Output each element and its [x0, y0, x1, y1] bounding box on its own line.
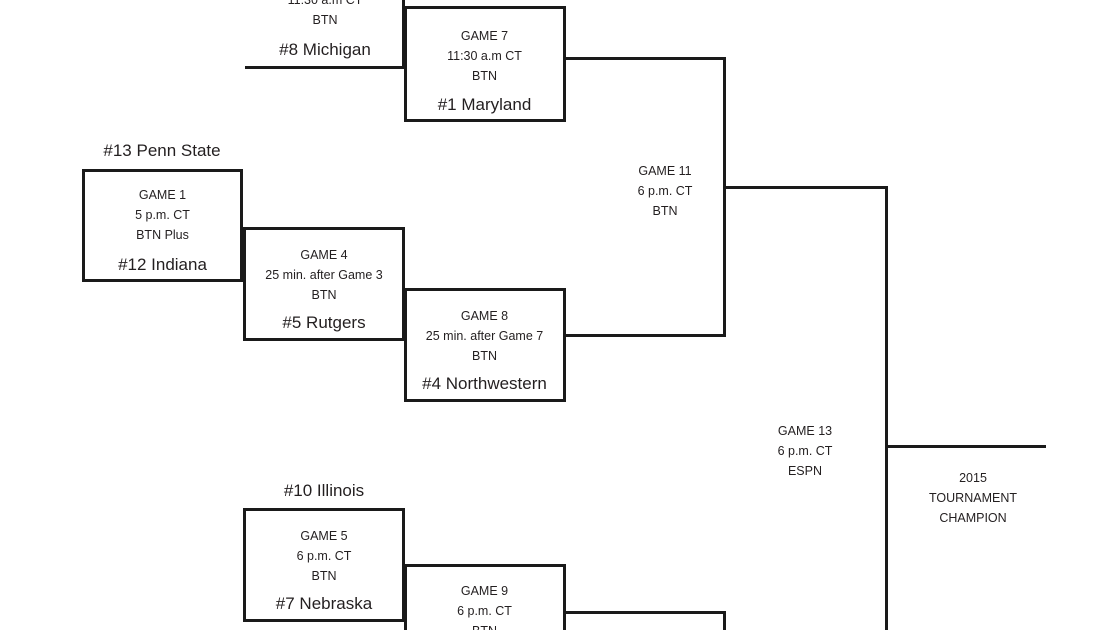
bracket-line-h-indiana	[82, 279, 243, 282]
team-label-nebraska: #7 Nebraska	[275, 594, 373, 613]
game-7-network: BTN	[472, 69, 497, 83]
game-8-network: BTN	[472, 349, 497, 363]
team-label-indiana: #12 Indiana	[118, 255, 207, 274]
bracket-line-v-game8-right	[563, 288, 566, 402]
game-1-meta: GAME 1 5 p.m. CT BTN Plus	[82, 185, 243, 245]
game-8-meta: GAME 8 25 min. after Game 7 BTN	[404, 306, 565, 366]
champion-line-tournament: TOURNAMENT	[929, 491, 1017, 505]
bracket-line-h-game1-top	[82, 169, 243, 172]
bracket-line-v-partial-top	[402, 0, 405, 68]
bracket-line-v-game7-right	[563, 6, 566, 122]
bracket-line-v-game11-right	[723, 57, 726, 337]
team-label-illinois: #10 Illinois	[283, 481, 365, 500]
game-13-name: GAME 13	[777, 424, 833, 438]
game-4-time: 25 min. after Game 3	[265, 268, 383, 282]
bracket-line-h-michigan	[245, 66, 405, 69]
game-4-network: BTN	[311, 288, 337, 302]
game-9-meta: GAME 9 6 p.m. CT BTN	[404, 581, 565, 630]
bracket-line-v-game1-right	[240, 169, 243, 282]
game-5-time: 6 p.m. CT	[296, 549, 352, 563]
bracket-line-h-game4-top	[243, 227, 405, 230]
game-5-network: BTN	[311, 569, 337, 583]
bracket-connector-game9-out	[563, 611, 726, 614]
game-7-name: GAME 7	[460, 29, 509, 43]
bracket-connector-game8-to-game11	[563, 334, 726, 337]
game-13-meta: GAME 13 6 p.m. CT ESPN	[725, 421, 885, 481]
team-label-rutgers: #5 Rutgers	[282, 313, 366, 332]
game-7-time: 11:30 a.m CT	[447, 49, 522, 63]
bracket-line-v-game9-right	[563, 564, 566, 630]
bracket-line-v-game4-left	[243, 227, 246, 341]
game-8-time: 25 min. after Game 7	[425, 329, 544, 343]
game-13-time: 6 p.m. CT	[777, 444, 833, 458]
game-13-network: ESPN	[787, 464, 823, 478]
game-5-meta: GAME 5 6 p.m. CT BTN	[243, 526, 405, 586]
team-label-maryland: #1 Maryland	[437, 95, 532, 114]
game-11-time: 6 p.m. CT	[637, 184, 693, 198]
bracket-connector-champion	[885, 445, 1046, 448]
bracket-line-h-nebraska	[243, 619, 405, 622]
game-8-name: GAME 8	[460, 309, 509, 323]
game-4-name: GAME 4	[300, 248, 348, 262]
game-1-time: 5 p.m. CT	[135, 208, 190, 222]
team-label-penn-state: #13 Penn State	[103, 141, 221, 160]
team-label-michigan: #8 Michigan	[279, 40, 371, 59]
bracket-line-v-game4-right	[402, 227, 405, 341]
champion-year: 2015	[959, 471, 987, 485]
champion-line-champion: CHAMPION	[939, 511, 1007, 525]
bracket-line-h-game8-top	[404, 288, 565, 291]
game-7-meta: GAME 7 11:30 a.m CT BTN	[404, 26, 565, 86]
bracket-line-v-game9-left	[404, 564, 407, 630]
bracket-connector-game7-to-game11	[563, 57, 726, 60]
game-9-time: 6 p.m. CT	[457, 604, 512, 618]
game-11-network: BTN	[652, 204, 678, 218]
game-1-network: BTN Plus	[136, 228, 189, 242]
bracket-line-h-maryland	[404, 119, 565, 122]
game-9-name: GAME 9	[460, 584, 509, 598]
bracket-connector-game11-to-game13	[723, 186, 888, 189]
game-4-meta: GAME 4 25 min. after Game 3 BTN	[243, 245, 405, 305]
game-5-name: GAME 5	[300, 529, 348, 543]
bracket-line-v-game7-left	[404, 6, 407, 122]
game-11-meta: GAME 11 6 p.m. CT BTN	[585, 161, 745, 221]
bracket-line-v-game1-left	[82, 169, 85, 282]
game-partial-top-meta: 11:30 a.m CT BTN	[245, 0, 405, 30]
bracket-line-h-northwestern	[404, 399, 565, 402]
bracket-line-v-game13-right	[885, 186, 888, 630]
bracket-line-h-game7-top	[404, 6, 565, 9]
bracket-line-v-game8-left	[404, 288, 407, 402]
team-label-northwestern: #4 Northwestern	[422, 374, 547, 393]
bracket-line-v-game5-left	[243, 508, 246, 622]
bracket-line-h-rutgers	[243, 338, 405, 341]
game-partial-top-time: 11:30 a.m CT	[287, 0, 363, 7]
bracket-line-v-lower-semi-right	[723, 611, 726, 630]
tournament-champion-label: 2015 TOURNAMENT CHAMPION	[886, 468, 1060, 528]
bracket-line-v-game5-right	[402, 508, 405, 622]
bracket-line-h-game5-top	[243, 508, 405, 511]
game-partial-top-network: BTN	[312, 13, 338, 27]
bracket-line-h-game9-top	[404, 564, 565, 567]
game-1-name: GAME 1	[138, 188, 187, 202]
game-9-network: BTN	[404, 621, 565, 630]
game-11-name: GAME 11	[638, 164, 692, 178]
